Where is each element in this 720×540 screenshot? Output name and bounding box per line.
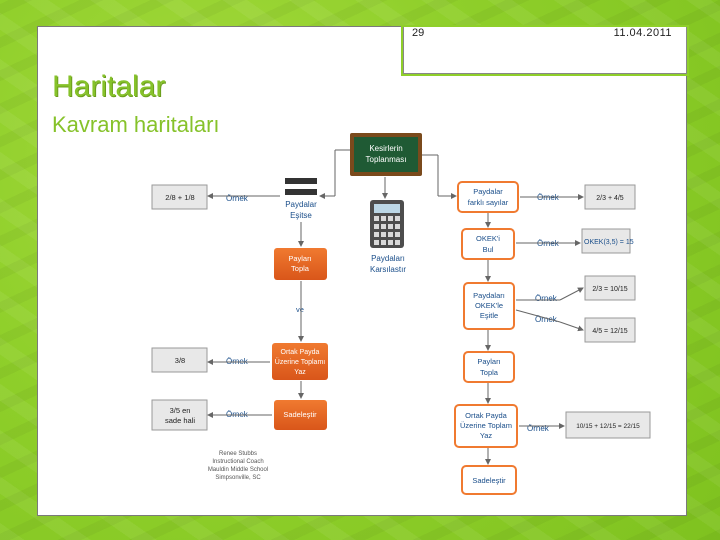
svg-text:farklı sayılar: farklı sayılar <box>468 198 509 207</box>
svg-text:Ortak Payda: Ortak Payda <box>465 411 508 420</box>
example-left-3: 3/5 en sade hali <box>151 399 208 431</box>
board-line-1: Kesirlerin <box>369 144 402 153</box>
ornek-label: Örnek <box>535 294 558 303</box>
paydalar-esitse-line-2: Eşitse <box>290 211 312 220</box>
svg-text:Paydalar: Paydalar <box>473 187 503 196</box>
svg-text:Instructional Coach: Instructional Coach <box>212 459 263 465</box>
node-paylari-topla-right: Payları Topla <box>463 351 515 383</box>
node-sadelestir-right: Sadeleştir <box>461 465 517 495</box>
example-right-2: OKEK(3,5) = 15 <box>581 228 634 254</box>
paydalari-karsilastir-line-1: Paydaları <box>371 254 405 263</box>
node-sadelestir-left: Sadeleştir <box>274 400 327 430</box>
node-ortak-payda-left: Ortak Payda Üzerine Toplamı Yaz <box>272 343 328 380</box>
svg-text:Topla: Topla <box>480 368 499 377</box>
ornek-label: Örnek <box>226 194 249 203</box>
node-paydalar-farkli: Paydalar farklı sayılar <box>457 181 519 213</box>
svg-text:Bul: Bul <box>483 245 494 254</box>
svg-text:Eşitle: Eşitle <box>480 311 498 320</box>
example-right-5: 10/15 + 12/15 = 22/15 <box>565 411 651 439</box>
example-left-1: 2/8 + 1/8 <box>151 184 208 210</box>
svg-text:Yaz: Yaz <box>480 431 493 440</box>
slide-header: 29 11.04.2011 <box>403 27 687 74</box>
svg-text:Topla: Topla <box>291 264 310 273</box>
svg-text:Renee Stubbs: Renee Stubbs <box>219 451 257 457</box>
svg-text:Mauldin Middle School: Mauldin Middle School <box>208 467 268 473</box>
paydalar-esitse-line-1: Paydalar <box>285 200 317 209</box>
svg-text:OKEK'le: OKEK'le <box>475 301 503 310</box>
node-ortak-payda-right: Ortak Payda Üzerine Toplam Yaz <box>454 404 518 448</box>
svg-text:2/3 + 4/5: 2/3 + 4/5 <box>596 195 624 202</box>
svg-text:Yaz: Yaz <box>294 369 306 376</box>
ornek-label: Örnek <box>535 315 558 324</box>
board-line-2: Toplanması <box>366 155 407 164</box>
node-paylari-topla-left: Payları Topla <box>274 248 327 280</box>
example-right-4: 4/5 = 12/15 <box>584 317 636 343</box>
credit-text: Renee Stubbs Instructional Coach Mauldin… <box>208 451 268 481</box>
svg-text:Paydaları: Paydaları <box>473 291 505 300</box>
paydalari-karsilastir-line-2: Karsılastır <box>370 265 406 274</box>
svg-text:Payları: Payları <box>477 357 500 366</box>
svg-text:Simpsonville, SC: Simpsonville, SC <box>215 475 261 481</box>
ve-label: ve <box>296 305 304 314</box>
slide-subtitle: Kavram haritaları <box>52 112 220 137</box>
svg-text:Sadeleştir: Sadeleştir <box>283 410 317 419</box>
svg-text:Üzerine Toplam: Üzerine Toplam <box>460 421 512 430</box>
svg-text:OKEK'i: OKEK'i <box>476 234 500 243</box>
node-paydalari-okekle: Paydaları OKEK'le Eşitle <box>463 282 515 330</box>
chalkboard-node: Kesirlerin Toplanması <box>350 133 422 176</box>
svg-text:3/8: 3/8 <box>175 356 185 365</box>
connectors <box>207 149 584 465</box>
svg-text:Ortak Payda: Ortak Payda <box>281 349 320 356</box>
svg-text:sade hali: sade hali <box>165 416 195 425</box>
svg-text:Üzerine Toplamı: Üzerine Toplamı <box>275 358 326 366</box>
svg-text:4/5 = 12/15: 4/5 = 12/15 <box>592 328 627 335</box>
calculator-icon <box>370 200 404 248</box>
svg-text:Payları: Payları <box>288 254 311 263</box>
svg-text:2/3 = 10/15: 2/3 = 10/15 <box>592 286 627 293</box>
svg-text:3/5 en: 3/5 en <box>170 406 191 415</box>
page-number: 29 <box>412 27 425 39</box>
example-left-2: 3/8 <box>151 347 208 373</box>
svg-text:10/15 + 12/15 = 22/15: 10/15 + 12/15 = 22/15 <box>576 423 640 430</box>
ornek-label: Örnek <box>527 424 550 433</box>
concept-map: Kesirlerin Toplanması Paydaları Karsılas… <box>151 133 651 495</box>
node-okek-bul: OKEK'i Bul <box>461 228 515 260</box>
equals-icon <box>285 178 317 195</box>
svg-text:OKEK(3,5) = 15: OKEK(3,5) = 15 <box>584 239 634 246</box>
svg-text:Sadeleştir: Sadeleştir <box>472 476 506 485</box>
example-right-1: 2/3 + 4/5 <box>584 184 636 210</box>
slide-title: Haritalar <box>52 70 166 103</box>
slide-date: 11.04.2011 <box>613 27 672 39</box>
svg-text:2/8 + 1/8: 2/8 + 1/8 <box>165 193 194 202</box>
example-right-3: 2/3 = 10/15 <box>584 275 636 301</box>
